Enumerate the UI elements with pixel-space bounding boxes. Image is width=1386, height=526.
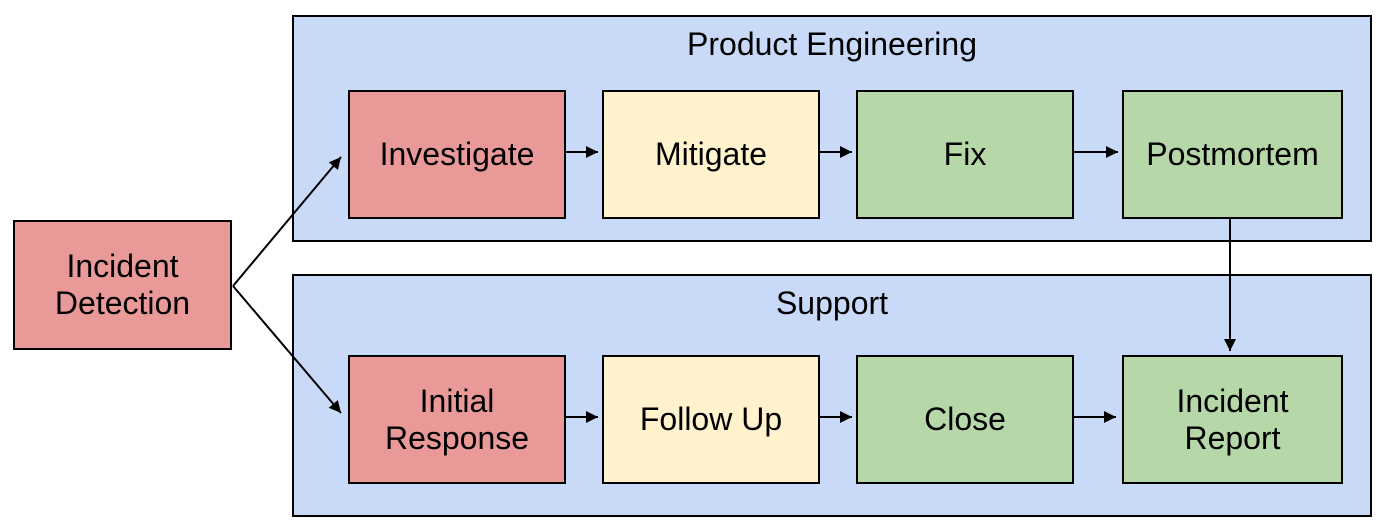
node-follow-up-label: Follow Up xyxy=(639,401,783,437)
node-fix: Fix xyxy=(856,90,1074,219)
node-fix-label: Fix xyxy=(943,136,987,172)
node-incident-detection: Incident Detection xyxy=(13,220,232,350)
node-investigate-label: Investigate xyxy=(379,136,535,172)
node-incident-detection-label: Incident Detection xyxy=(54,248,191,321)
lane-product-engineering: Product Engineering Investigate Mitigate… xyxy=(292,15,1372,242)
lane-title-support: Support xyxy=(775,285,889,321)
node-mitigate-label: Mitigate xyxy=(654,136,768,172)
node-mitigate: Mitigate xyxy=(602,90,820,219)
node-incident-report: Incident Report xyxy=(1122,355,1343,484)
node-investigate: Investigate xyxy=(348,90,566,219)
node-follow-up: Follow Up xyxy=(602,355,820,484)
node-close-label: Close xyxy=(924,401,1006,437)
node-postmortem-label: Postmortem xyxy=(1146,136,1319,172)
node-postmortem: Postmortem xyxy=(1122,90,1343,219)
lane-title-product-engineering: Product Engineering xyxy=(687,26,977,62)
node-initial-response-label: Initial Response xyxy=(384,382,530,456)
node-close: Close xyxy=(856,355,1074,484)
node-incident-report-label: Incident Report xyxy=(1176,382,1289,456)
lane-support: Support Initial Response Follow Up Close… xyxy=(292,274,1372,517)
node-initial-response: Initial Response xyxy=(348,355,566,484)
